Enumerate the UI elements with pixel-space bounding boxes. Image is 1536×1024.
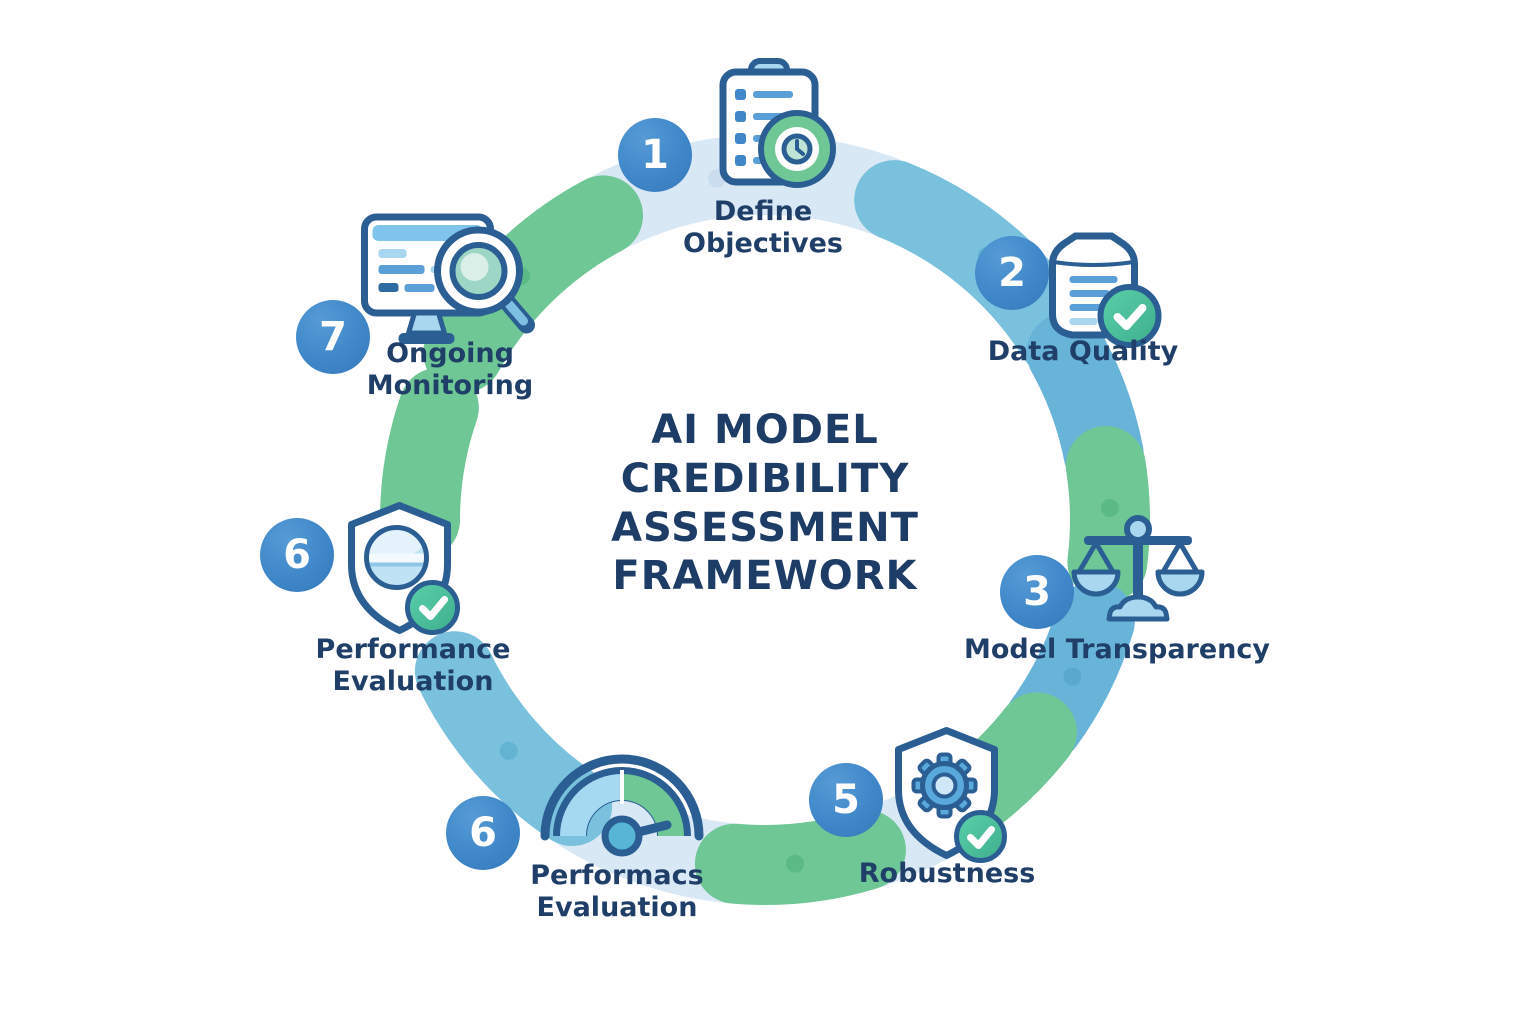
shield-sphere-check-icon: [348, 502, 460, 635]
step-label: Define Objectives: [683, 196, 843, 259]
gauge-meter-icon: [540, 754, 704, 857]
balance-scales-icon: [1071, 515, 1205, 622]
step-number-badge: 6: [446, 796, 520, 870]
step-number-badge: 2: [975, 236, 1049, 310]
ring-decorative-dot: [786, 854, 805, 873]
ring-decorative-dot: [1100, 499, 1119, 517]
step-number-badge: 3: [1000, 555, 1074, 629]
step-label: Model Transparency: [964, 634, 1270, 665]
diagram-title: AI MODEL CREDIBILITY ASSESSMENT FRAMEWOR…: [611, 407, 919, 600]
step-label: Robustness: [858, 858, 1036, 889]
step-label: Ongoing Monitoring: [366, 338, 534, 401]
step-number-badge: 1: [618, 118, 692, 192]
clipboard-checklist-target-icon: [719, 58, 836, 188]
step-label: Performance Evaluation: [315, 634, 511, 697]
step-number-badge: 5: [809, 763, 883, 837]
ring-decorative-dot: [499, 741, 518, 760]
monitor-magnifier-icon: [361, 213, 535, 344]
ring-decorative-dot: [1063, 667, 1082, 686]
shield-gear-check-icon: [895, 727, 1007, 863]
step-label: Performacs Evaluation: [530, 860, 704, 923]
step-label: Data Quality: [987, 336, 1179, 367]
step-number-badge: 7: [296, 300, 370, 374]
step-number-badge: 6: [260, 518, 334, 592]
database-check-icon: [1049, 232, 1162, 348]
